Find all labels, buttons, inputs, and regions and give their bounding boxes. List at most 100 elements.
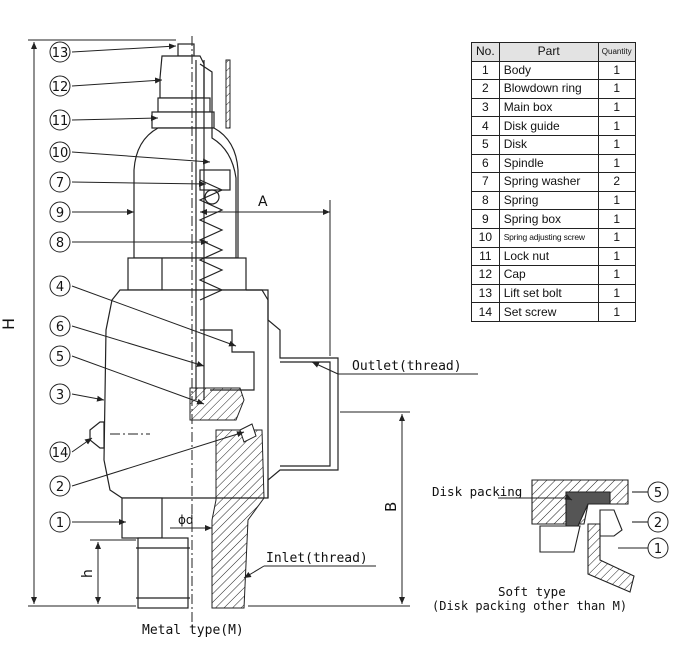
header-quantity: Quantity — [597, 42, 636, 62]
callout-circles: 13 12 11 10 7 9 8 4 6 5 3 14 2 1 5 2 1 — [49, 41, 669, 559]
callout-9: 9 — [49, 201, 71, 223]
svg-text:2: 2 — [654, 516, 662, 531]
cell-part: Lift set bolt — [498, 283, 599, 304]
svg-text:1: 1 — [56, 516, 64, 531]
svg-text:14: 14 — [52, 446, 69, 461]
detail-callout-2: 2 — [647, 511, 669, 533]
cell-part: Spindle — [498, 153, 599, 174]
cell-no: 9 — [471, 209, 500, 229]
svg-text:4: 4 — [56, 280, 64, 295]
main-caption: Metal type(M) — [142, 623, 244, 638]
cell-no: 8 — [471, 190, 500, 211]
cell-qty: 1 — [597, 116, 636, 136]
cell-qty: 2 — [597, 172, 636, 192]
callout-13: 13 — [49, 41, 71, 63]
inlet-label: Inlet(thread) — [266, 551, 368, 566]
callout-10: 10 — [49, 141, 71, 163]
cell-no: 14 — [471, 302, 500, 322]
valve-section — [195, 60, 339, 498]
center-lines — [110, 36, 193, 630]
header-no: No. — [471, 42, 500, 62]
cell-part: Set screw — [498, 302, 599, 322]
cell-no: 5 — [471, 134, 500, 155]
callout-11: 11 — [49, 109, 71, 131]
callout-14: 14 — [49, 441, 71, 463]
svg-text:12: 12 — [52, 80, 69, 95]
dimension-lines — [28, 39, 478, 607]
soft-type-detail — [498, 479, 648, 593]
dim-d: ϕd — [178, 513, 194, 527]
cell-no: 11 — [471, 246, 500, 267]
svg-text:6: 6 — [56, 320, 64, 335]
cell-part: Spring adjusting screw — [498, 227, 599, 248]
svg-text:11: 11 — [52, 114, 69, 129]
svg-text:13: 13 — [52, 46, 69, 61]
cell-part: Disk — [498, 134, 599, 155]
svg-text:2: 2 — [56, 480, 64, 495]
detail-callout-1: 1 — [647, 537, 669, 559]
cell-part: Body — [498, 60, 599, 81]
cell-qty: 1 — [597, 283, 636, 304]
cell-qty: 1 — [597, 190, 636, 211]
svg-text:9: 9 — [56, 206, 64, 221]
cell-no: 3 — [471, 97, 500, 118]
cell-part: Blowdown ring — [498, 79, 599, 99]
cell-no: 2 — [471, 79, 500, 99]
cell-no: 7 — [471, 172, 500, 192]
dimension-labels: H A B h ϕd — [0, 194, 400, 578]
dim-A: A — [258, 194, 268, 210]
cell-part: Spring box — [498, 209, 599, 229]
cell-qty: 1 — [597, 79, 636, 99]
cell-no: 6 — [471, 153, 500, 174]
parts-table-header: No. Part Quantity — [471, 42, 636, 62]
text-labels: Outlet(thread) Inlet(thread) Metal type(… — [142, 359, 627, 638]
callout-5: 5 — [49, 345, 71, 367]
dim-h: h — [80, 569, 96, 578]
cell-qty: 1 — [597, 134, 636, 155]
cell-qty: 1 — [597, 227, 636, 248]
cell-part: Main box — [498, 97, 599, 118]
callout-12: 12 — [49, 75, 71, 97]
callout-3: 3 — [49, 383, 71, 405]
cell-qty: 1 — [597, 153, 636, 174]
callout-7: 7 — [49, 171, 71, 193]
svg-text:10: 10 — [52, 146, 69, 161]
cell-qty: 1 — [597, 246, 636, 267]
cell-qty: 1 — [597, 60, 636, 81]
dim-B: B — [382, 502, 400, 512]
disk-packing-label: Disk packing — [432, 484, 522, 499]
hatched-sections — [189, 59, 265, 609]
svg-text:1: 1 — [654, 542, 662, 557]
cell-part: Lock nut — [498, 246, 599, 267]
cell-no: 1 — [471, 60, 500, 81]
svg-text:5: 5 — [654, 486, 662, 501]
callout-6: 6 — [49, 315, 71, 337]
cell-no: 4 — [471, 116, 500, 136]
detail-caption-1: Soft type — [498, 584, 566, 599]
cell-part: Disk guide — [498, 116, 599, 136]
cell-part: Spring washer — [498, 172, 599, 192]
header-part: Part — [498, 42, 599, 62]
detail-caption-2: (Disk packing other than M) — [432, 599, 627, 613]
callout-4: 4 — [49, 275, 71, 297]
cell-no: 10 — [471, 227, 500, 248]
cell-qty: 1 — [597, 209, 636, 229]
callout-leaders — [71, 43, 245, 525]
outlet-label: Outlet(thread) — [352, 359, 462, 374]
